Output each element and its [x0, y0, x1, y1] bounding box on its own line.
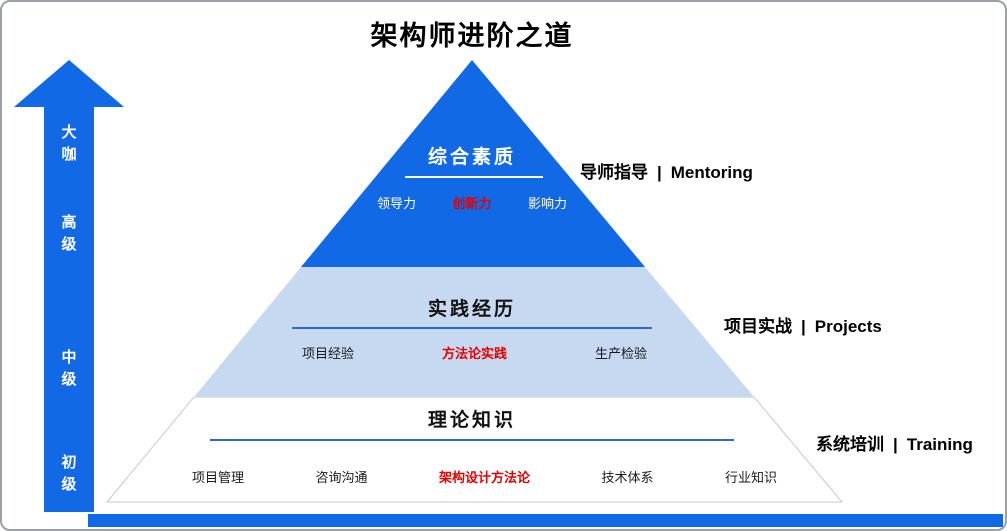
skill-item: 项目管理: [192, 470, 245, 485]
ladder-level-middle: 中级: [61, 349, 77, 388]
side-label-en: Mentoring: [670, 163, 753, 182]
side-label-zh: 系统培训: [816, 435, 884, 454]
side-label-en: Training: [906, 435, 973, 454]
skill-item: 领导力: [377, 196, 417, 211]
side-label-separator: |: [801, 317, 806, 336]
skill-item-highlight: 方法论实践: [441, 346, 507, 361]
skill-item: 影响力: [527, 196, 567, 211]
ladder-level-junior: 初级: [61, 454, 77, 493]
skill-item: 行业知识: [724, 470, 777, 485]
diagram-title: 架构师进阶之道: [370, 21, 574, 51]
section-title-qualities: 综合素质: [427, 147, 516, 168]
section-items-theory: 项目管理 咨询沟通 架构设计方法论 技术体系 行业知识: [192, 467, 777, 486]
side-label-training: 系统培训 | Training: [816, 430, 973, 455]
section-title-practice: 实践经历: [427, 299, 516, 320]
side-label-separator: |: [657, 163, 662, 182]
skill-item: 技术体系: [601, 470, 654, 485]
side-label-zh: 项目实战: [724, 317, 792, 336]
section-items-qualities: 领导力 创新力 影响力: [377, 193, 567, 212]
side-label-projects: 项目实战 | Projects: [724, 312, 882, 337]
level-arrow-shape: [14, 60, 124, 512]
section-items-practice: 项目经验 方法论实践 生产检验: [302, 343, 647, 362]
side-label-mentoring: 导师指导 | Mentoring: [580, 158, 753, 183]
skill-item-highlight: 架构设计方法论: [438, 470, 530, 485]
side-label-zh: 导师指导: [580, 163, 648, 182]
section-title-theory: 理论知识: [427, 410, 516, 431]
bottom-accent-bar: [88, 514, 1003, 527]
section-underline: [210, 439, 734, 441]
pyramid-middle-section: [194, 267, 754, 397]
side-label-en: Projects: [814, 317, 882, 336]
section-underline: [292, 327, 652, 329]
skill-item-highlight: 创新力: [452, 196, 492, 211]
skill-item: 生产检验: [594, 346, 647, 361]
side-label-separator: |: [893, 435, 898, 454]
pyramid-top-section: [301, 60, 645, 267]
ladder-level-daka: 大咖: [61, 124, 77, 163]
section-underline: [405, 176, 543, 178]
skill-item: 咨询沟通: [315, 470, 368, 485]
skill-item: 项目经验: [302, 346, 355, 361]
ladder-level-senior: 高级: [61, 214, 77, 253]
